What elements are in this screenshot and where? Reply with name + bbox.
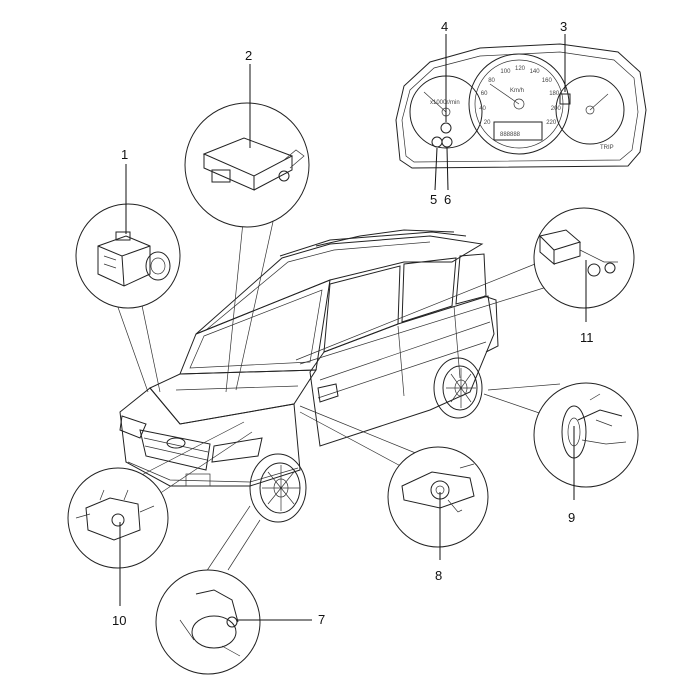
ebd-warning-lamp-icon — [431, 136, 443, 148]
suv-vehicle-illustration — [119, 229, 499, 523]
speed-tick-label: 140 — [530, 69, 541, 75]
steering-angle-sensor-bubble — [387, 446, 489, 548]
callout-6: 6 — [444, 192, 451, 207]
speed-unit-label: Km/h — [510, 88, 524, 94]
esp-function-lamp-icon — [559, 93, 571, 105]
front-wheel-sensor-connector-bubble — [67, 467, 169, 569]
yaw-rate-sensor-bubble — [184, 102, 310, 228]
trip-button-label: TRIP — [600, 145, 614, 151]
callout-4: 4 — [441, 19, 448, 34]
speed-tick-label: 180 — [549, 91, 560, 97]
speed-tick-label: 100 — [500, 69, 511, 75]
speed-tick-label: 60 — [481, 91, 488, 97]
speed-tick-label: 80 — [488, 78, 495, 84]
abs-warning-lamp-icon — [440, 122, 452, 134]
speed-tick-label: 20 — [484, 120, 491, 126]
callout-8: 8 — [435, 568, 442, 583]
component-leader-lines — [113, 207, 561, 573]
speed-tick-label: 220 — [546, 120, 557, 126]
callout-7: 7 — [318, 612, 325, 627]
speed-tick-label: 160 — [542, 78, 553, 84]
callout-5: 5 — [430, 192, 437, 207]
tach-unit-label: x1000r/min — [430, 100, 460, 106]
instrument-cluster: x1000r/min Km/h 888888 TRIP 20 40 60 80 100 1… — [395, 43, 647, 169]
callout-10: 10 — [112, 613, 126, 628]
front-wheel-speed-sensor-bubble — [155, 569, 261, 675]
rear-wheel-speed-sensor-bubble — [533, 382, 639, 488]
speed-tick-label: 40 — [479, 106, 486, 112]
speed-tick-label: 200 — [551, 106, 562, 112]
callout-9: 9 — [568, 510, 575, 525]
speed-tick-label: 120 — [515, 66, 526, 72]
callout-3: 3 — [560, 19, 567, 34]
rear-wheel-sensor-connector-bubble — [533, 207, 635, 309]
esp-off-lamp-icon — [441, 136, 453, 148]
callout-2: 2 — [245, 48, 252, 63]
odometer-readout: 888888 — [500, 132, 521, 138]
hecu-bubble — [75, 203, 181, 309]
callout-markers: 1 2 3 4 5 6 11 9 8 10 7 — [112, 19, 594, 628]
callout-11: 11 — [580, 330, 594, 345]
callout-1: 1 — [121, 147, 128, 162]
